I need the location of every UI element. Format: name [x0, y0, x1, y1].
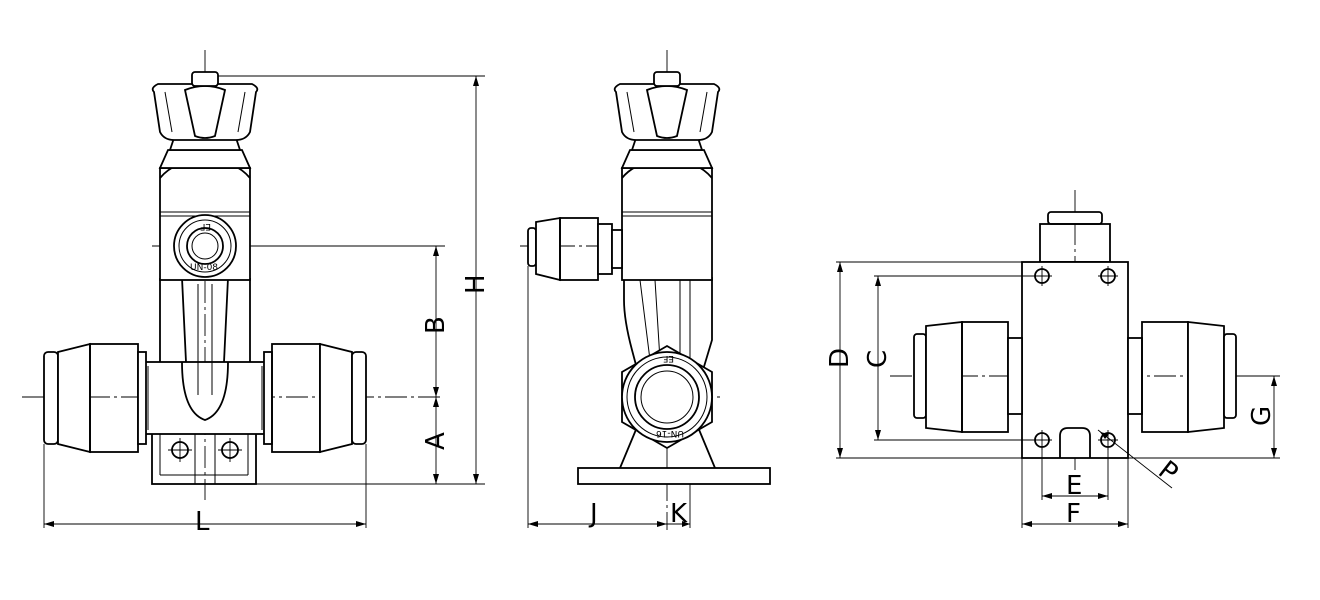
dimension-A-B-H: A B H: [206, 75, 491, 485]
label-F: F: [1066, 499, 1081, 529]
dimension-L: L: [43, 444, 367, 537]
plan-right-nut: [1127, 320, 1237, 434]
side-view: EF UN-16: [520, 50, 771, 530]
front-port-marking-bottom: UN-08: [190, 263, 218, 273]
label-H: H: [461, 274, 491, 294]
side-union-nut: [527, 216, 623, 282]
front-bonnet: [158, 137, 252, 169]
plan-mounting-plate: [1021, 261, 1129, 459]
label-A: A: [421, 432, 451, 450]
label-P: P: [1152, 455, 1183, 488]
front-port-marking-top: EF: [200, 221, 211, 231]
label-J: J: [588, 499, 598, 529]
dimension-C-D-G: D C G: [825, 261, 1280, 459]
front-view: EF UN-08 L: [22, 50, 491, 537]
side-port: EF UN-16: [621, 344, 713, 450]
side-valve-block: [621, 159, 713, 281]
front-tee-body: [139, 361, 271, 435]
label-D: D: [825, 348, 855, 368]
front-right-union-nut: [263, 342, 367, 454]
label-C: C: [863, 350, 893, 368]
front-valve-block: EF UN-08: [159, 159, 251, 281]
side-port-marking-bottom: UN-16: [656, 428, 684, 438]
label-G: G: [1247, 406, 1277, 426]
side-bonnet: [620, 137, 714, 169]
label-B: B: [421, 316, 451, 334]
front-stem: [159, 277, 251, 395]
plan-view: D C G E F P: [825, 190, 1280, 529]
front-handwheel: [151, 71, 259, 141]
side-handwheel: [613, 71, 721, 141]
label-L: L: [195, 507, 210, 537]
side-base-plate: [577, 419, 771, 485]
side-port-marking-top: EF: [663, 353, 674, 363]
front-left-union-nut: [43, 342, 147, 454]
dimension-J-K: J K: [527, 266, 691, 529]
label-E: E: [1066, 471, 1082, 501]
plan-left-nut: [913, 320, 1023, 434]
label-K: K: [670, 499, 688, 529]
